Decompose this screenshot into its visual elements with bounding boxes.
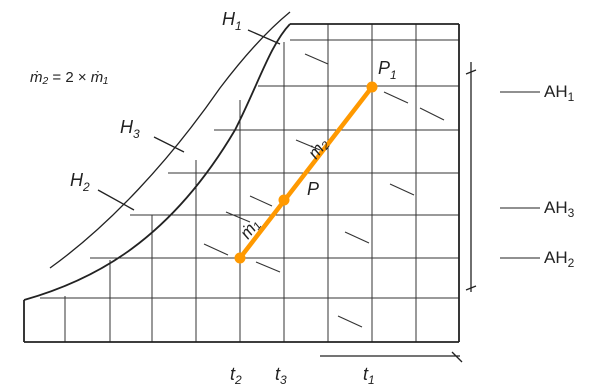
humidity-label-ah2: AH2 (544, 248, 575, 270)
enthalpy-dash (419, 107, 445, 121)
enthalpy-dash (304, 53, 329, 65)
humidity-label-ah1: AH1 (544, 82, 575, 104)
humidity-leaders (500, 91, 540, 259)
point-label-p1: P1 (378, 58, 397, 82)
enthalpy-dash (383, 91, 409, 104)
curve-label-h2: H2 (70, 170, 90, 194)
enthalpy-tick-h1 (247, 29, 281, 45)
point-label-p: P (307, 179, 319, 199)
enthalpy-scale-curve (49, 11, 291, 269)
mass-flow-formula: ṁ₂ = 2 × ṁ₁ (30, 69, 108, 86)
point-p-marker (278, 194, 290, 206)
curve-label-h3: H3 (120, 117, 140, 141)
enthalpy-dash (203, 243, 229, 256)
enthalpy-dash (337, 315, 363, 328)
mixing-line (237, 84, 375, 261)
temp-label-t1: t1 (363, 364, 375, 387)
temp-label-t3: t3 (275, 364, 287, 387)
enthalpy-dash (225, 211, 251, 223)
humidity-label-ah3: AH3 (544, 198, 575, 220)
humidity-scale-tick (465, 285, 477, 291)
enthalpy-dash (295, 139, 321, 151)
enthalpy-dash (344, 231, 370, 244)
point-p1-marker (366, 81, 378, 93)
temperature-scale (320, 351, 463, 363)
enthalpy-dash (249, 195, 273, 207)
enthalpy-dash (255, 261, 281, 273)
humidity-scale-tick (465, 69, 477, 75)
curve-label-h1: H1 (222, 9, 242, 33)
enthalpy-dash (389, 183, 415, 196)
chart-frame (23, 23, 460, 343)
temperature-scale-tick (451, 351, 463, 363)
humidity-scale (465, 62, 477, 292)
point-p2-marker (234, 252, 246, 264)
enthalpy-dashes (203, 53, 445, 328)
enthalpy-ticks (97, 29, 281, 211)
enthalpy-tick-h2 (97, 189, 135, 211)
temp-label-t2: t2 (230, 364, 242, 387)
enthalpy-tick-h3 (153, 136, 185, 153)
chart-grid (40, 24, 459, 342)
saturation-curve (23, 23, 291, 301)
